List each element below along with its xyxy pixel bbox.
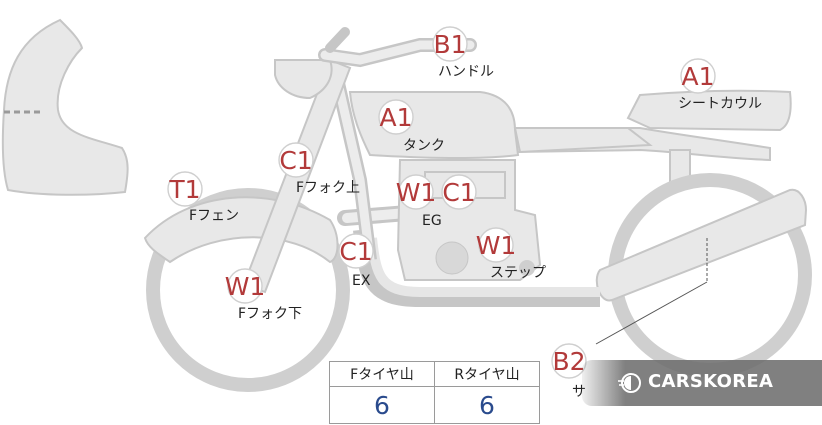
marker-bg-engine-w (398, 174, 434, 210)
engine-cover (435, 241, 469, 275)
label-front-fender: Fフェン (189, 208, 239, 224)
mirror-stem (325, 27, 350, 53)
muffler (595, 188, 808, 302)
grade-side: B2 (552, 347, 585, 376)
footpeg (519, 260, 535, 276)
seat-cowl (626, 89, 792, 132)
label-fork-upper: Fフォク上 (296, 180, 360, 196)
rear-tire-header: Rタイヤ山 (434, 361, 540, 387)
grade-handle: B1 (433, 30, 466, 59)
grade-engine-w: W1 (396, 178, 437, 207)
label-tank: タンク (403, 138, 445, 154)
carskorea-logo-icon (618, 373, 641, 393)
grade-step: W1 (476, 231, 517, 260)
marker-bg-step (478, 227, 514, 263)
marker-bg-seat-cowl (680, 58, 716, 94)
rear-tire-value: 6 (434, 386, 540, 424)
label-step: ステップ (490, 265, 546, 281)
front-tire-value: 6 (329, 386, 435, 424)
marker-bg-engine-c (441, 174, 477, 210)
label-fork-lower: Fフォク下 (238, 306, 302, 322)
marker-bg-exhaust (338, 233, 374, 269)
marker-bg-tank (378, 99, 414, 135)
front-tire-header: Fタイヤ山 (329, 361, 435, 387)
grade-engine-c: C1 (442, 178, 475, 207)
carskorea-watermark: CARSKOREA (582, 360, 822, 406)
label-engine: EG (422, 213, 442, 229)
headlight (274, 59, 333, 100)
grade-seat-cowl: A1 (681, 62, 714, 91)
grade-tank: A1 (379, 103, 412, 132)
leader-diagonal (595, 281, 708, 345)
grade-fork-upper: C1 (279, 146, 312, 175)
watermark-text: CARSKOREA (648, 371, 774, 392)
label-handle: ハンドル (438, 64, 494, 80)
grade-fork-lower: W1 (225, 272, 266, 301)
label-exhaust: EX (352, 273, 371, 289)
tire-tread-table: Fタイヤ山 Rタイヤ山 6 6 (329, 361, 540, 424)
label-seat-cowl: シートカウル (678, 96, 762, 112)
grade-exhaust: C1 (339, 237, 372, 266)
frame-main-inner (330, 69, 375, 261)
marker-bg-fork-lower (227, 268, 263, 304)
marker-bg-front-fender (167, 171, 203, 207)
front-cowl (1, 18, 129, 196)
seat (513, 127, 653, 154)
marker-bg-fork-upper (278, 142, 314, 178)
grade-front-fender: T1 (168, 175, 200, 204)
marker-bg-handle (432, 26, 468, 62)
